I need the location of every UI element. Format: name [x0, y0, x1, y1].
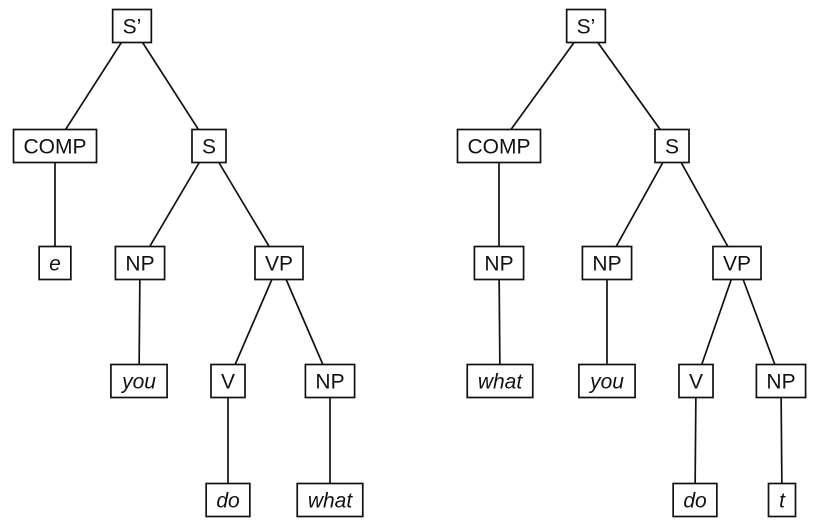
tree-node-label: V	[221, 371, 235, 394]
tree-node-left-tree-vp: VP	[254, 245, 304, 281]
tree-edge-v-do	[694, 380, 697, 501]
tree-edge-np3-t	[780, 380, 783, 501]
tree-node-left-tree-v: V	[210, 363, 246, 399]
tree-node-label: S	[665, 136, 679, 159]
tree-node-box	[38, 245, 72, 281]
tree-node-right-tree-sbar: S’	[565, 8, 607, 44]
tree-node-label: S	[202, 136, 216, 159]
tree-node-right-tree-do: do	[672, 482, 718, 518]
tree-edge-s-vp	[208, 145, 280, 264]
tree-node-box	[12, 128, 98, 164]
tree-edge-sbar-s	[585, 25, 673, 147]
tree-node-box	[678, 363, 714, 399]
tree-edge-sbar-comp	[498, 25, 587, 147]
tree-edge-sbar-s	[131, 25, 210, 147]
tree-node-box	[578, 363, 636, 399]
tree-node-box	[210, 363, 246, 399]
tree-node-label: NP	[484, 253, 513, 276]
tree-node-label: do	[683, 490, 707, 513]
tree-edge-np1-what	[498, 262, 501, 382]
tree-node-left-tree-sbar: S’	[111, 8, 153, 44]
tree-edge-vp-v	[695, 262, 738, 382]
tree-node-box	[205, 482, 251, 518]
tree-node-right-tree-comp: COMP	[456, 128, 542, 164]
tree-node-right-tree-np1: NP	[473, 245, 525, 281]
tree-node-left-tree-do: do	[205, 482, 251, 518]
tree-node-box	[755, 363, 807, 399]
tree-edge-s-np1	[139, 145, 210, 264]
tree-node-right-tree-s: S	[654, 128, 690, 164]
tree-node-right-tree-v: V	[678, 363, 714, 399]
tree-node-right-tree-t: t	[767, 482, 797, 518]
tree-edges-layer	[54, 25, 783, 501]
tree-node-label: VP	[265, 253, 293, 276]
tree-node-box	[466, 363, 534, 399]
tree-node-left-tree-e: e	[38, 245, 72, 281]
tree-node-right-tree-you: you	[578, 363, 636, 399]
tree-node-label: e	[49, 253, 61, 276]
tree-node-box	[654, 128, 690, 164]
tree-node-right-tree-vp: VP	[712, 245, 762, 281]
tree-node-label: NP	[315, 371, 344, 394]
tree-node-box	[304, 363, 356, 399]
tree-node-label: you	[588, 371, 624, 394]
tree-node-box	[111, 8, 153, 44]
tree-node-right-tree-what: what	[466, 363, 534, 399]
tree-edge-np1-you	[138, 262, 141, 382]
tree-edge-sbar-comp	[54, 25, 133, 147]
tree-node-right-tree-np2: NP	[581, 245, 633, 281]
tree-node-box	[565, 8, 607, 44]
tree-node-left-tree-you: you	[110, 363, 168, 399]
tree-node-label: VP	[723, 253, 751, 276]
tree-node-box	[581, 245, 633, 281]
tree-node-label: what	[478, 371, 524, 394]
tree-edge-vp-v	[227, 262, 280, 382]
tree-node-box	[110, 363, 168, 399]
tree-node-left-tree-comp: COMP	[12, 128, 98, 164]
tree-node-label: NP	[766, 371, 795, 394]
tree-edge-vp-np3	[736, 262, 782, 382]
tree-node-box	[191, 128, 227, 164]
tree-node-label: you	[120, 371, 156, 394]
tree-node-box	[712, 245, 762, 281]
tree-node-label: NP	[592, 253, 621, 276]
tree-node-left-tree-s: S	[191, 128, 227, 164]
tree-node-box	[456, 128, 542, 164]
tree-node-label: do	[216, 490, 240, 513]
tree-edge-s-vp	[671, 145, 738, 264]
tree-node-label: what	[308, 490, 354, 513]
tree-node-left-tree-np1: NP	[114, 245, 166, 281]
tree-node-label: S’	[123, 16, 142, 39]
tree-edge-vp-np2	[278, 262, 331, 382]
tree-node-label: NP	[125, 253, 154, 276]
tree-node-box	[254, 245, 304, 281]
tree-node-box	[296, 482, 364, 518]
tree-node-label: V	[689, 371, 703, 394]
tree-node-label: t	[779, 490, 786, 513]
tree-edge-s-np2	[606, 145, 673, 264]
tree-node-box	[672, 482, 718, 518]
tree-node-right-tree-np3: NP	[755, 363, 807, 399]
tree-node-box	[114, 245, 166, 281]
tree-node-left-tree-what: what	[296, 482, 364, 518]
tree-node-label: COMP	[468, 136, 531, 159]
tree-node-left-tree-np2: NP	[304, 363, 356, 399]
tree-node-box	[767, 482, 797, 518]
tree-node-label: COMP	[24, 136, 87, 159]
tree-node-label: S’	[577, 16, 596, 39]
tree-node-box	[473, 245, 525, 281]
